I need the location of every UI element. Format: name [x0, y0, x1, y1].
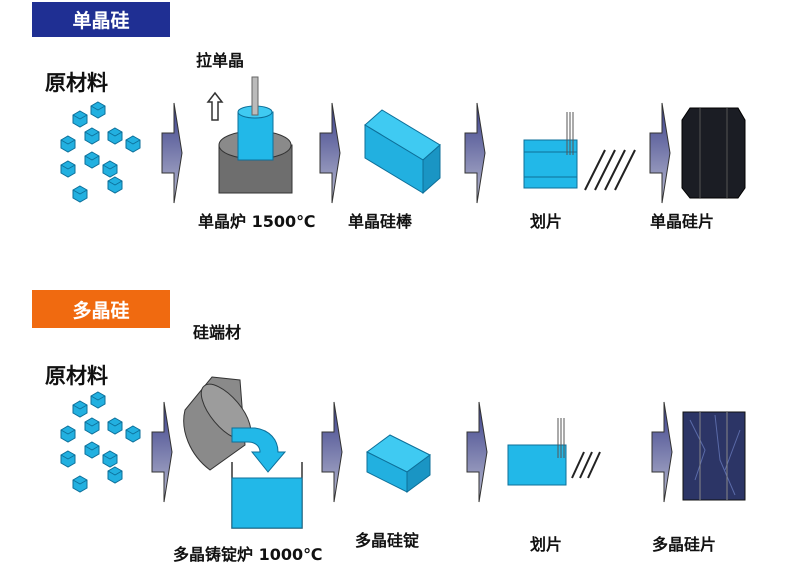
- pull-crystal-label: 拉单晶: [196, 51, 244, 70]
- arrow-icon: [319, 102, 341, 204]
- poly-ingot-label: 多晶硅锭: [355, 531, 419, 550]
- mono-header-box: [32, 2, 170, 37]
- mono-wafer-label: 单晶硅片: [650, 212, 714, 231]
- arrow-icon: [464, 102, 486, 204]
- mono-header: 单晶硅: [72, 9, 129, 32]
- poly-header-box: [32, 290, 170, 328]
- raw-material-crystals-icon: [60, 391, 141, 493]
- mono-slicing-icon: [523, 112, 636, 191]
- arrow-icon: [466, 401, 488, 503]
- arrow-icon: [651, 401, 673, 503]
- poly-section: 多晶硅 硅端材 原材料 多晶铸锭炉 1000℃ 多晶硅锭: [32, 290, 746, 564]
- mono-wafer-icon: [681, 107, 746, 199]
- poly-slicing-label: 划片: [530, 535, 562, 554]
- poly-header: 多晶硅: [72, 299, 129, 322]
- arrow-icon: [151, 401, 173, 503]
- poly-raw-material-label: 原材料: [45, 364, 108, 388]
- arrow-icon: [649, 102, 671, 204]
- mono-furnace-label: 单晶炉 1500℃: [198, 212, 315, 231]
- poly-furnace-icon: [183, 376, 303, 529]
- poly-wafer-icon: [682, 411, 746, 501]
- scrap-material-label: 硅端材: [193, 323, 241, 342]
- mono-raw-material-label: 原材料: [45, 71, 108, 95]
- up-arrow-icon: [206, 91, 224, 121]
- arrow-icon: [161, 102, 183, 204]
- mono-section: 单晶硅 原材料 拉单晶 单晶炉 1500℃ 单晶硅棒: [32, 2, 746, 231]
- mono-slicing-label: 划片: [530, 212, 562, 231]
- poly-ingot-icon: [366, 434, 431, 493]
- raw-material-crystals-icon: [60, 101, 141, 203]
- poly-furnace-label: 多晶铸锭炉 1000℃: [173, 545, 322, 564]
- poly-slicing-icon: [507, 418, 601, 486]
- poly-wafer-label: 多晶硅片: [652, 535, 716, 554]
- mono-furnace-icon: [206, 76, 293, 194]
- mono-ingot-label: 单晶硅棒: [348, 212, 413, 231]
- mono-ingot-icon: [364, 109, 441, 195]
- arrow-icon: [321, 401, 343, 503]
